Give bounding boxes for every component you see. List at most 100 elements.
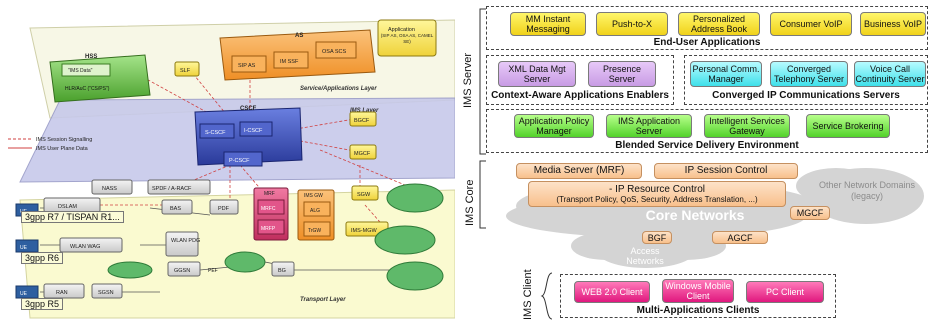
- core-networks-label: Core Networks: [645, 207, 745, 223]
- wlan-pdg-box: [165, 231, 199, 257]
- business-voip-box: Business VoIP: [860, 12, 926, 36]
- context-aware-group: [486, 55, 674, 105]
- dslam-label: DSLAM: [58, 204, 77, 210]
- ims-client-label: IMS Client: [522, 269, 534, 320]
- media-server-box: Media Server (MRF): [516, 163, 642, 179]
- ims-data-label: "IMS Data": [68, 68, 93, 74]
- i-cscf-label: I-CSCF: [244, 128, 263, 134]
- p-cscf-box: [223, 151, 263, 167]
- im-ssf-label: IM SSF: [280, 59, 299, 65]
- blended-service-caption: Blended Service Delivery Environment: [615, 140, 799, 151]
- pdf-label: PDF: [218, 206, 230, 212]
- sgw-label: SGW: [357, 192, 371, 198]
- sgsn-box: [91, 283, 123, 299]
- application-sub-wrap: (SIP AS, OSA AS, CAMEL SE): [381, 33, 433, 44]
- ims-application-server-box: IMS Application Server: [606, 114, 692, 138]
- service-brokering-box: Service Brokering: [806, 114, 890, 138]
- converged-ip-group: [684, 55, 928, 105]
- mrfp-box: [257, 219, 285, 235]
- ims-architecture-diagram: HSS "IMS Data" HLR/AuC ("CS/PS") SLF AS …: [8, 19, 455, 319]
- im-ssf-box: [273, 51, 309, 69]
- ims-server-bracket: [479, 8, 486, 155]
- hss-title: HSS: [85, 54, 97, 60]
- trgw-box: [303, 221, 331, 237]
- i-cscf-box: [239, 121, 273, 137]
- end-user-apps-caption: End-User Applications: [653, 37, 761, 48]
- nass-box: [91, 179, 133, 195]
- pc-client-box: PC Client: [746, 281, 824, 303]
- mrfc-label: MRFC: [261, 206, 276, 212]
- mrf-title: MRF: [264, 191, 275, 197]
- ue-label-3: UE: [20, 291, 28, 297]
- blended-service-group: [486, 109, 928, 153]
- spdf-label: SPDF / A-RACF: [152, 186, 192, 192]
- p-cscf-label: P-CSCF: [229, 158, 250, 164]
- end-user-apps-group: [486, 6, 928, 50]
- clients-group: [560, 274, 836, 318]
- presence-server-box: Presence Server: [588, 61, 656, 87]
- ims-gw-title: IMS GW: [304, 193, 323, 199]
- personalized-address-book-box: Personalized Address Book: [678, 12, 760, 36]
- nass-label: NASS: [102, 186, 117, 192]
- s-cscf-label: S-CSCF: [205, 130, 226, 136]
- transport-layer-label: Transport Layer: [300, 297, 346, 303]
- alg-label: ALG: [310, 208, 320, 214]
- hlr-label: HLR/AuC ("CS/PS"): [65, 86, 110, 92]
- slf-label: SLF: [180, 68, 191, 74]
- legend-user-plane: IMS User Plane Data: [36, 146, 89, 152]
- sgsn-label: SGSN: [98, 290, 114, 296]
- ip-session-control-box: IP Session Control: [654, 163, 798, 179]
- osa-scs-label: OSA SCS: [322, 49, 346, 55]
- mgcf-box: MGCF: [790, 206, 830, 220]
- slf-box: [174, 61, 200, 77]
- ims-layer-label: IMS Layer: [350, 108, 379, 114]
- pdf-box: [209, 199, 239, 215]
- ims-core-label: IMS Core: [464, 179, 476, 226]
- ue-label-2: UE: [20, 245, 28, 251]
- alg-box: [303, 201, 331, 217]
- spdf-box: [147, 179, 211, 195]
- mgcf-label: MGCF: [354, 151, 371, 157]
- legend-signalling: IMS Session Signalling: [36, 137, 92, 143]
- application-policy-manager-box: Application Policy Manager: [514, 114, 594, 138]
- ims-server-label: IMS Server: [462, 52, 474, 108]
- ran-label: RAN: [56, 290, 68, 296]
- mgcf-box: [349, 144, 377, 160]
- sgw-box: [351, 185, 379, 201]
- bg-box: [271, 261, 295, 277]
- service-layer-label: Service/Applications Layer: [300, 86, 377, 92]
- ip-resource-control-title: - IP Resource Control: [609, 183, 705, 195]
- ims-core-bracket: [479, 160, 486, 229]
- personal-comm-manager-box: Personal Comm. Manager: [690, 61, 762, 87]
- ggsn-box: [167, 261, 201, 277]
- ip-resource-control-box: - IP Resource Control (Transport Policy,…: [528, 181, 786, 207]
- mm-instant-messaging-box: MM Instant Messaging: [510, 12, 586, 36]
- bgcf-label: BGCF: [354, 118, 370, 124]
- wlan-wag-label: WLAN WAG: [70, 244, 100, 250]
- ggsn-label: GGSN: [174, 268, 190, 274]
- hss-box: [49, 54, 151, 103]
- converged-ip-caption: Converged IP Communications Servers: [712, 90, 900, 101]
- ip-resource-control-sub: (Transport Policy, QoS, Security, Addres…: [556, 194, 758, 204]
- sip-as-box: [231, 55, 267, 73]
- ran-box: [43, 283, 85, 299]
- bgcf-box: [349, 111, 377, 127]
- other-networks-label: Other Network Domains (legacy): [818, 180, 916, 201]
- wlan-wag-box: [59, 237, 123, 253]
- cscf-title: CSCF: [240, 106, 257, 112]
- converged-telephony-server-box: Converged Telephony Server: [770, 61, 848, 87]
- trgw-label: TrGW: [308, 228, 321, 234]
- ims-mgw-label: IMS-MGW: [351, 228, 377, 234]
- bg-label: BG: [278, 268, 286, 274]
- transport-clouds: [107, 183, 444, 291]
- wlan-pdg-label: WLAN PDG: [171, 238, 200, 244]
- clients-caption: Multi-Applications Clients: [636, 305, 760, 316]
- s-cscf-box: [199, 123, 235, 139]
- bas-box: [161, 199, 193, 215]
- voice-call-continuity-server-box: Voice Call Continuity Server: [854, 61, 926, 87]
- context-aware-caption: Context-Aware Applications Enablers: [491, 90, 669, 101]
- push-to-x-box: Push-to-X: [596, 12, 668, 36]
- bas-label: BAS: [170, 206, 181, 212]
- intelligent-services-gateway-box: Intelligent Services Gateway: [704, 114, 790, 138]
- pef-label: PEF: [208, 268, 218, 274]
